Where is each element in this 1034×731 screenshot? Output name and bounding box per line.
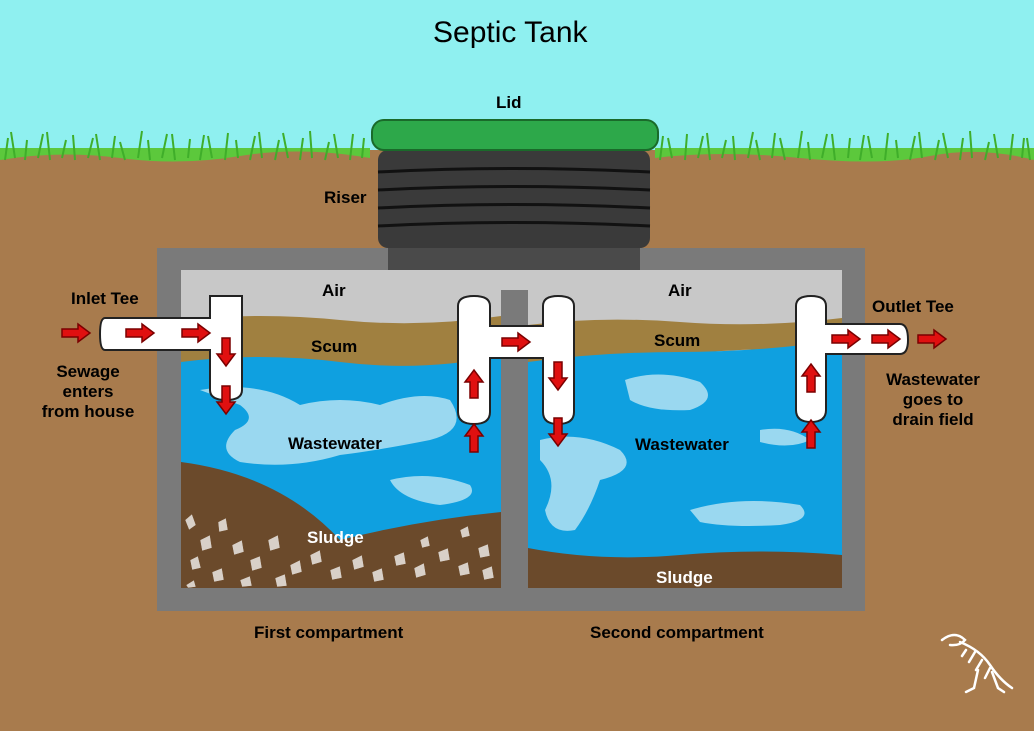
lid [371,119,659,151]
inlet-tee [98,295,243,402]
second-compartment-interior [528,270,842,588]
outlet-tee-label: Outlet Tee [872,297,954,316]
transfer-pipe [457,294,575,426]
lid-label: Lid [496,93,522,112]
scum-label-first: Scum [311,337,358,356]
dinosaur-skeleton-icon [940,633,1014,694]
sludge-label-second: Sludge [656,568,713,587]
sludge-label-first: Sludge [307,528,364,547]
wastewater-label-first: Wastewater [288,434,382,453]
riser [377,150,651,270]
sewage-enters-label: Sewage enters from house [41,362,135,421]
riser-label: Riser [324,188,367,207]
grass [0,130,1034,162]
page-title: Septic Tank [433,16,588,49]
air-label-first: Air [322,281,346,300]
divider-gap [501,270,528,290]
scum-label-second: Scum [654,331,701,350]
wastewater-goes-label: Wastewater goes to drain field [886,370,980,429]
second-compartment-label: Second compartment [590,623,764,642]
first-compartment-label: First compartment [254,623,404,642]
inlet-tee-label: Inlet Tee [71,289,139,308]
air-label-second: Air [668,281,692,300]
first-compartment-interior [181,270,501,589]
wastewater-label-second: Wastewater [635,435,729,454]
